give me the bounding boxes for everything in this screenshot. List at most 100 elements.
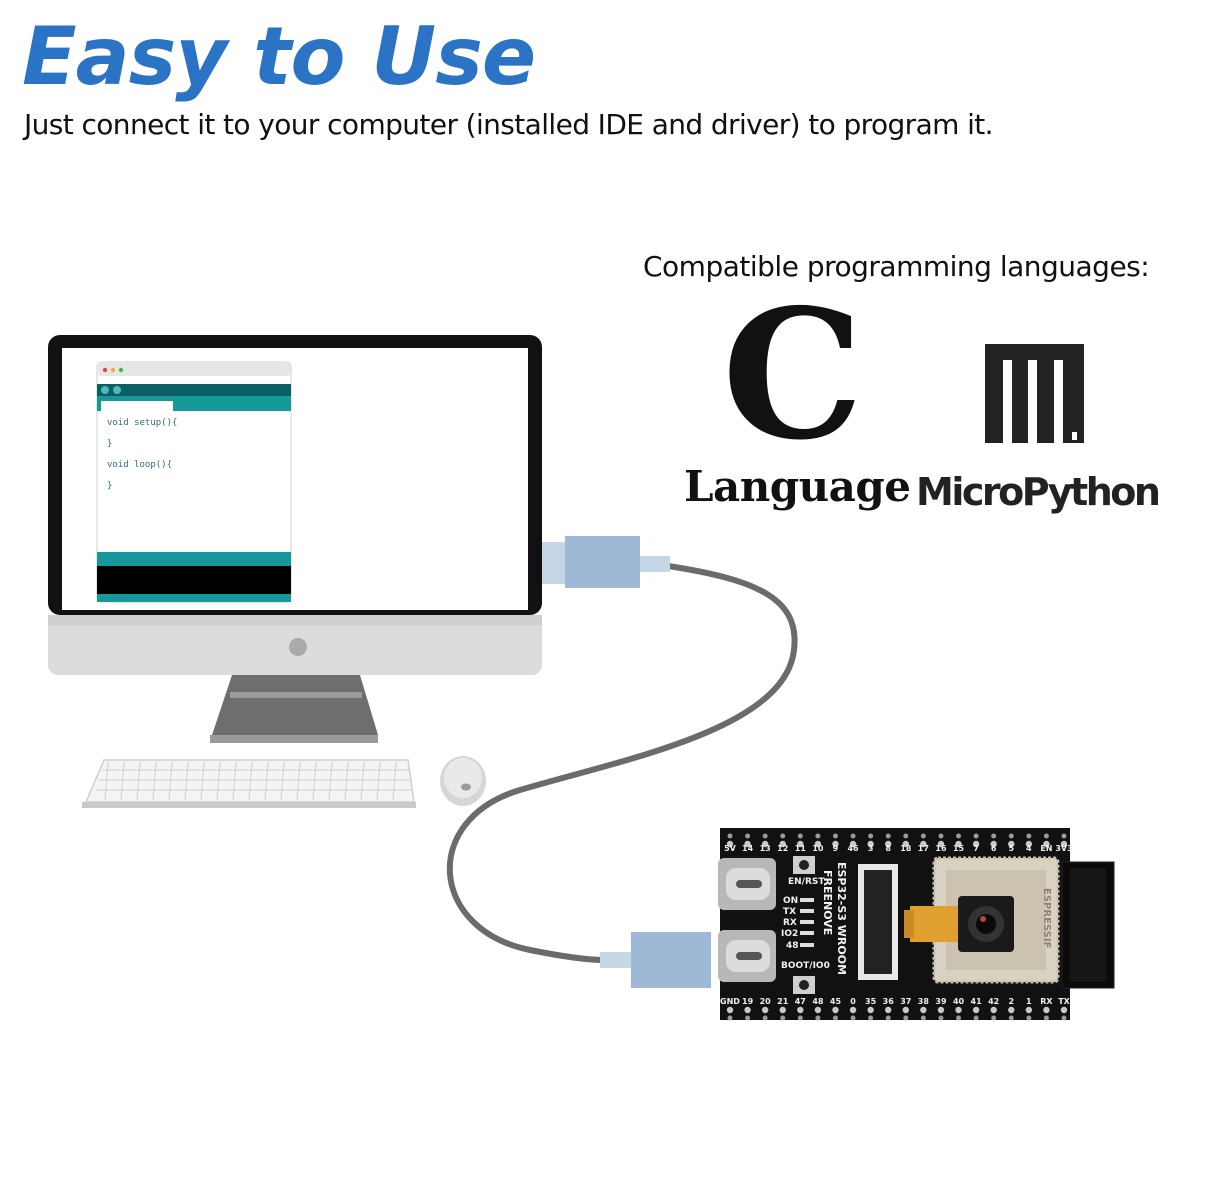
pin-hole: [797, 840, 804, 848]
pin-hole: [727, 833, 733, 839]
pin-hole: [1026, 833, 1032, 839]
pin-hole: [885, 1015, 891, 1021]
pin-hole: [920, 1006, 927, 1014]
pin-hole: [762, 833, 768, 839]
key-divider: [232, 761, 237, 801]
pin-hole: [1025, 1006, 1033, 1014]
pin-hole: [937, 1006, 945, 1014]
label-boot: BOOT/IO0: [781, 961, 830, 971]
pin-label: 37: [900, 997, 911, 1006]
pin-hole: [1060, 840, 1068, 848]
pin-hole: [1026, 1015, 1032, 1021]
pin-hole: [849, 840, 857, 848]
pin-label: 38: [918, 997, 930, 1006]
pin-hole: [779, 1006, 786, 1014]
key-divider: [376, 761, 381, 801]
pin-hole: [956, 1015, 962, 1021]
pin-hole: [972, 840, 980, 848]
board-model: ESP32-S3 WROOM: [835, 862, 848, 975]
pin-label: 45: [830, 997, 842, 1006]
pin-label: 3: [868, 844, 874, 853]
pin-hole: [1008, 833, 1014, 839]
pin-hole: [1025, 840, 1033, 848]
pin-hole: [761, 1006, 769, 1014]
pin-label: GND: [720, 997, 740, 1006]
pin-label: 1: [1026, 997, 1032, 1006]
usb-connector-board: [600, 932, 711, 988]
board-brand: FREENOVE: [821, 870, 834, 935]
ide-upload-icon: [113, 386, 121, 394]
key-divider: [248, 761, 253, 801]
pin-label: 47: [795, 997, 806, 1006]
pin-hole: [973, 1015, 979, 1021]
pin-hole: [1060, 1006, 1068, 1014]
pin-label: 14: [742, 844, 754, 853]
pin-hole: [780, 833, 786, 839]
pin-label: 15: [953, 844, 965, 853]
pin-hole: [1061, 1015, 1067, 1021]
code-line: void setup(){: [107, 418, 177, 428]
pin-hole: [832, 840, 839, 848]
pin-label: 11: [795, 844, 807, 853]
key-divider: [344, 761, 349, 801]
pin-label: 17: [918, 844, 929, 853]
pin-label: 19: [742, 997, 754, 1006]
pin-hole: [797, 1015, 803, 1021]
pin-hole: [1008, 1006, 1015, 1014]
pin-label: 35: [865, 997, 877, 1006]
key-divider: [104, 761, 109, 801]
pin-label: 12: [777, 844, 788, 853]
pin-label: 42: [988, 997, 999, 1006]
pin-label: 20: [760, 997, 772, 1006]
pin-hole: [920, 833, 926, 839]
pin-hole: [972, 1006, 980, 1014]
key-divider: [152, 761, 157, 801]
camera-flex-cable: [910, 906, 966, 942]
pin-hole: [762, 1015, 768, 1021]
compat-heading: Compatible programming languages:: [643, 250, 1150, 283]
code-line: void loop(){: [107, 460, 172, 470]
pin-hole: [973, 833, 979, 839]
pin-hole: [955, 840, 962, 848]
pin-hole: [797, 1006, 804, 1014]
key-divider: [280, 761, 285, 801]
pin-hole: [991, 833, 997, 839]
pin-label: 39: [935, 997, 947, 1006]
pin-label: 48: [812, 997, 824, 1006]
pin-hole: [744, 840, 751, 848]
key-divider: [216, 761, 221, 801]
pin-label: 7: [973, 844, 979, 853]
key-divider: [200, 761, 205, 801]
page-title: Easy to Use: [22, 10, 536, 103]
pin-hole: [797, 833, 803, 839]
ide-maximize-icon: [118, 367, 124, 373]
label-rx: RX: [783, 918, 797, 928]
ide-close-icon: [102, 367, 108, 373]
pin-label: 4: [1026, 844, 1032, 853]
pin-hole: [850, 1015, 856, 1021]
antenna: [1070, 868, 1106, 982]
pin-label: 3V3: [1055, 844, 1072, 853]
pin-hole: [1043, 840, 1050, 848]
pin-hole: [849, 1006, 857, 1014]
label-on: ON: [783, 896, 798, 906]
pin-label: 9: [833, 844, 839, 853]
pin-hole: [815, 1015, 821, 1021]
pin-label: 5: [1008, 844, 1014, 853]
pin-hole: [956, 833, 962, 839]
pin-hole: [744, 1006, 751, 1014]
ide-minimize-icon: [110, 367, 116, 373]
pin-label: 46: [847, 844, 859, 853]
pin-hole: [726, 1006, 734, 1014]
pin-hole: [815, 833, 821, 839]
c-language-label: Language: [684, 462, 911, 511]
ide-verify-icon: [101, 386, 109, 394]
pin-hole: [990, 1006, 997, 1014]
pin-hole: [867, 840, 874, 848]
label-48: 48: [786, 941, 799, 951]
label-io2: IO2: [781, 929, 798, 939]
pin-hole: [903, 1015, 909, 1021]
monitor-stand: [212, 675, 378, 735]
key-divider: [328, 761, 333, 801]
